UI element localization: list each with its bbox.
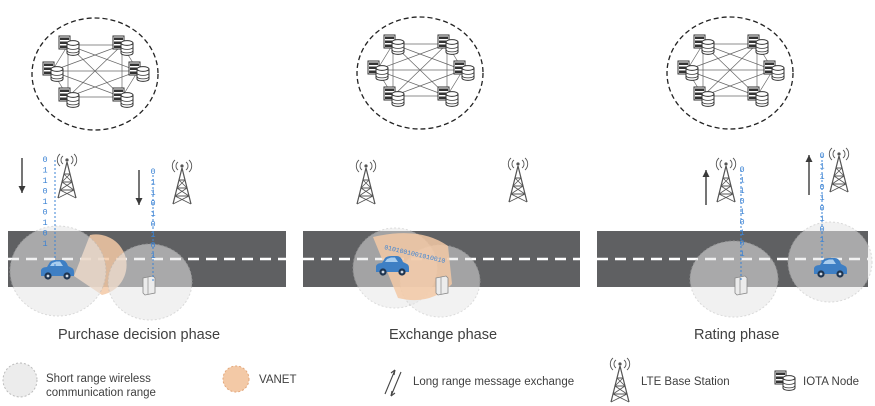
binary-digit: 1 [150, 209, 155, 219]
binary-digit: 1 [150, 230, 155, 240]
binary-digit: 1 [819, 162, 824, 172]
cell-tower-icon [715, 157, 737, 203]
network-boundary [666, 16, 794, 130]
binary-digit: 0 [150, 167, 155, 177]
binary-digit: 1 [819, 235, 824, 245]
bidirectional-arrows-icon [384, 369, 402, 397]
legend-lte-label: LTE Base Station [641, 376, 730, 388]
server-database-icon [383, 86, 405, 107]
legend-short-range-line2: communication range [46, 387, 156, 399]
binary-digit: 1 [42, 176, 47, 186]
binary-digit: 1 [42, 239, 47, 249]
iota-network [356, 16, 484, 130]
binary-digit: 1 [42, 218, 47, 228]
vanet-range [373, 233, 452, 301]
binary-digit: 0 [739, 239, 744, 249]
down-arrow-icon [135, 170, 143, 205]
server-database-icon [437, 86, 459, 107]
legend-iota-label: IOTA Node [803, 376, 860, 388]
server-database-icon [747, 34, 769, 55]
iota-network [666, 16, 794, 130]
server-database-icon [383, 34, 405, 55]
legend-short-range-line1: Short range wireless [46, 373, 151, 385]
cell-tower-icon [355, 159, 377, 205]
cell-tower-icon [828, 147, 850, 193]
binary-digit: 0 [819, 151, 824, 161]
binary-digit: 1 [819, 172, 824, 182]
server-database-icon [112, 87, 134, 108]
cell-tower-icon [56, 153, 78, 199]
cell-tower-icon [171, 159, 193, 205]
binary-digit: 0 [819, 183, 824, 193]
phase-label-1: Purchase decision phase [58, 327, 221, 343]
binary-digit: 0 [150, 241, 155, 251]
legend-vanet-label: VANET [259, 374, 297, 386]
up-arrow-icon [702, 170, 710, 205]
binary-digit: 0 [42, 187, 47, 197]
binary-digit: 1 [150, 188, 155, 198]
network-boundary [31, 17, 159, 131]
cell-tower-icon [507, 157, 529, 203]
phase-label-2: Exchange phase [389, 327, 498, 343]
legend-long-range-label: Long range message exchange [413, 376, 575, 388]
server-database-icon [437, 34, 459, 55]
binary-digit: 0 [150, 199, 155, 209]
binary-digit: 1 [739, 228, 744, 238]
server-database-icon [128, 61, 150, 82]
server-database-icon [693, 34, 715, 55]
binary-digit: 0 [150, 220, 155, 230]
up-arrow-icon [805, 155, 813, 195]
phase-panel-2: 0101001001010010 [303, 16, 580, 318]
binary-digit: 1 [42, 197, 47, 207]
binary-digit: 1 [819, 214, 824, 224]
server-database-icon [112, 35, 134, 56]
binary-digit: 1 [819, 193, 824, 203]
roadside-unit-icon [435, 275, 449, 296]
iota-network [31, 17, 159, 131]
server-database-icon [453, 60, 475, 81]
phase-label-3: Rating phase [694, 327, 780, 343]
binary-digit: 0 [819, 225, 824, 235]
binary-digit: 0 [42, 208, 47, 218]
short-range-circle [689, 240, 779, 318]
vanet-circle-icon [222, 365, 250, 393]
binary-digit: 1 [739, 207, 744, 217]
binary-digit: 0 [739, 165, 744, 175]
legend [2, 357, 796, 403]
server-database-icon [693, 86, 715, 107]
binary-digit: 1 [42, 166, 47, 176]
server-database-icon [763, 60, 785, 81]
binary-digit: 1 [739, 176, 744, 186]
binary-digit: 0 [819, 204, 824, 214]
server-database-icon [58, 87, 80, 108]
binary-digit: 0 [42, 229, 47, 239]
binary-digit: 0 [739, 218, 744, 228]
network-boundary [356, 16, 484, 130]
dashed-circle-icon [2, 362, 38, 398]
server-database-icon [42, 61, 64, 82]
down-arrow-icon [18, 158, 26, 193]
legend-short-range-label: Short range wireless communication range [46, 372, 156, 400]
binary-digit: 1 [150, 178, 155, 188]
roadside-unit-icon [142, 275, 156, 296]
server-database-icon [774, 370, 796, 391]
binary-digit: 0 [42, 155, 47, 165]
server-database-icon [677, 60, 699, 81]
binary-digit: 1 [150, 251, 155, 261]
cell-tower-icon [609, 357, 631, 403]
binary-digit: 0 [739, 197, 744, 207]
binary-digit: 1 [739, 186, 744, 196]
server-database-icon [747, 86, 769, 107]
binary-digit: 1 [739, 249, 744, 259]
server-database-icon [367, 60, 389, 81]
server-database-icon [58, 35, 80, 56]
